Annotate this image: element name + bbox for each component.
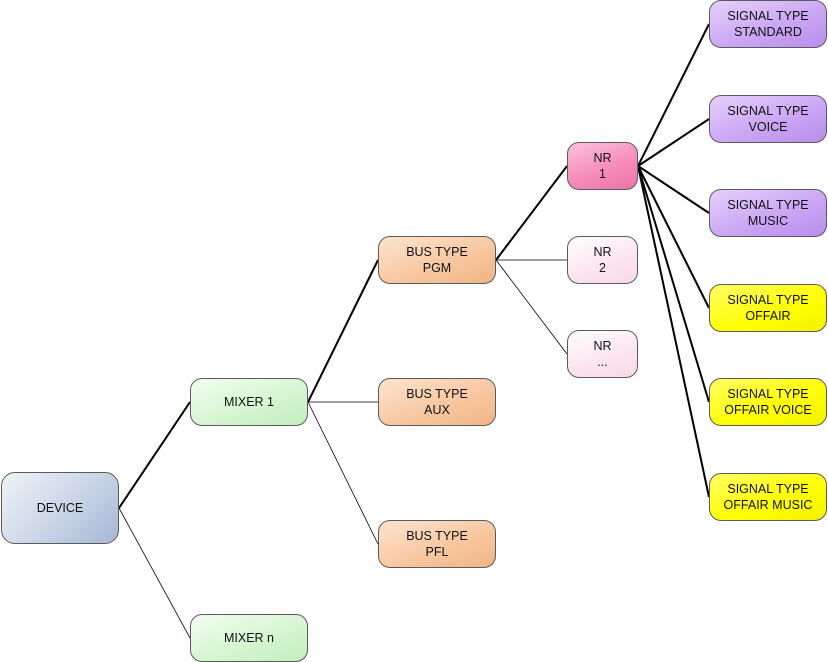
connector-nr-1-to-sig-standard <box>637 23 710 167</box>
connector-nr-1-to-sig-music <box>637 165 710 214</box>
node-signal-type-standard[interactable]: SIGNAL TYPE STANDARD <box>709 0 827 48</box>
connector-bus-pgm-to-nr-n <box>495 259 568 355</box>
node-bus-type-aux[interactable]: BUS TYPE AUX <box>378 378 496 426</box>
node-signal-type-offair[interactable]: SIGNAL TYPE OFFAIR <box>709 284 827 332</box>
node-nr-2[interactable]: NR 2 <box>567 236 638 284</box>
node-bus-type-pfl[interactable]: BUS TYPE PFL <box>378 520 496 568</box>
connector-nr-1-to-sig-offair-voice <box>637 165 710 403</box>
node-nr-ellipsis[interactable]: NR ... <box>567 330 638 378</box>
node-signal-type-music[interactable]: SIGNAL TYPE MUSIC <box>709 189 827 237</box>
connector-mixer-1-to-bus-pfl <box>307 401 379 545</box>
node-mixer-n[interactable]: MIXER n <box>190 614 308 662</box>
node-signal-type-voice[interactable]: SIGNAL TYPE VOICE <box>709 95 827 143</box>
connector-nr-1-to-sig-voice <box>637 118 710 167</box>
connector-bus-pgm-to-nr-1 <box>495 165 568 261</box>
node-nr-1[interactable]: NR 1 <box>567 142 638 190</box>
node-device[interactable]: DEVICE <box>1 472 119 544</box>
connector-mixer-1-to-bus-pgm <box>307 259 379 403</box>
node-signal-type-offair-voice[interactable]: SIGNAL TYPE OFFAIR VOICE <box>709 378 827 426</box>
connector-nr-1-to-sig-offair <box>637 165 710 309</box>
connector-nr-1-to-sig-offair-music <box>637 165 710 498</box>
node-signal-type-offair-music[interactable]: SIGNAL TYPE OFFAIR MUSIC <box>709 473 827 521</box>
connector-device-to-mixer-1 <box>118 401 191 509</box>
node-mixer-1[interactable]: MIXER 1 <box>190 378 308 426</box>
connector-device-to-mixer-n <box>118 507 191 639</box>
node-bus-type-pgm[interactable]: BUS TYPE PGM <box>378 236 496 284</box>
